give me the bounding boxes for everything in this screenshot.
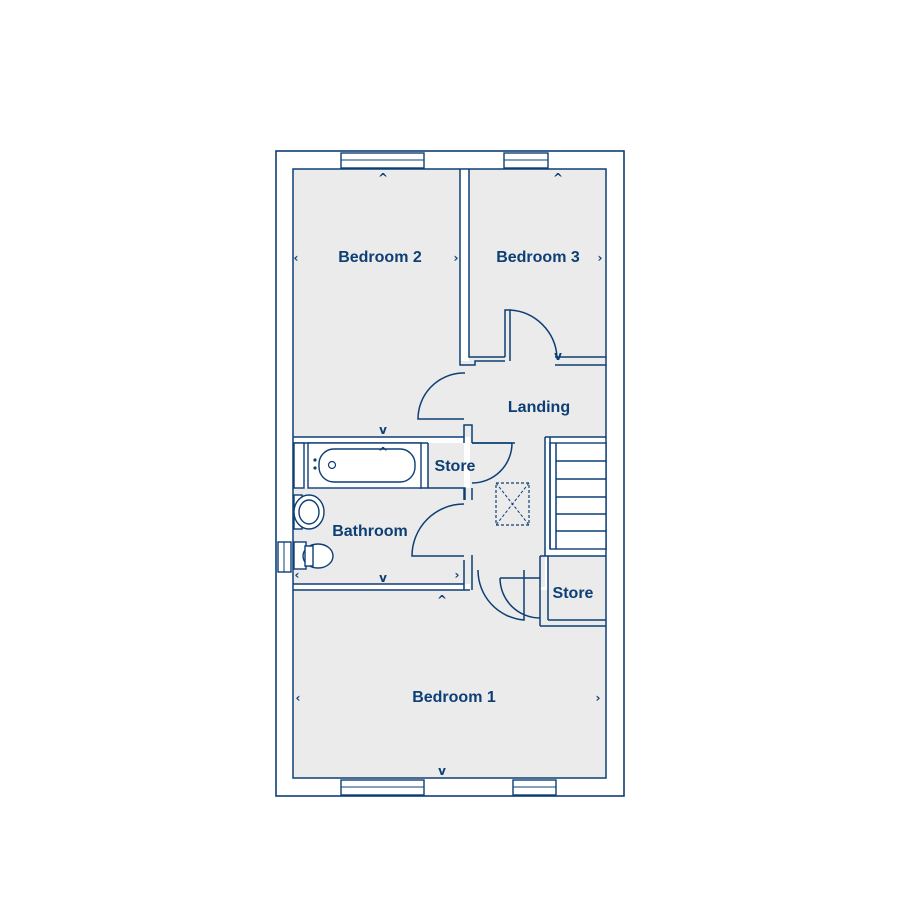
- room-label-bathroom: Bathroom: [332, 523, 408, 540]
- room-label-bedroom-2: Bedroom 2: [338, 249, 422, 266]
- door-bedroom-2: [417, 372, 465, 420]
- dim-marker-left-icon: ›: [598, 251, 603, 265]
- window-bathroom: [277, 541, 292, 573]
- dim-marker-up-icon: ^: [553, 171, 563, 185]
- dim-marker-down-icon: v: [379, 571, 387, 585]
- room-label-bedroom-1: Bedroom 1: [412, 689, 496, 706]
- room-label-store-lower: Store: [553, 585, 594, 602]
- window-bedroom-2: [340, 152, 425, 169]
- dim-marker-down-icon: v: [554, 349, 562, 363]
- stair-treads: [555, 443, 606, 549]
- wall-bathroom-right: [293, 488, 473, 591]
- stairs: [549, 442, 607, 550]
- door-store-lower: [499, 577, 541, 619]
- dim-marker-right-icon: ›: [454, 251, 459, 265]
- floor-store-lower: [548, 556, 606, 620]
- dim-marker-left-icon: ‹: [296, 691, 301, 705]
- dim-marker-left-icon: ‹: [294, 251, 299, 265]
- dim-marker-right-icon: ›: [596, 691, 601, 705]
- door-bathroom: [411, 503, 465, 557]
- floor-bedroom-2: [293, 169, 460, 437]
- floor-bedroom-1: [293, 590, 606, 778]
- room-label-landing: Landing: [508, 399, 570, 416]
- window-bedroom-1-right: [512, 779, 557, 796]
- floor-landing: [460, 361, 606, 437]
- wall-stairs-left: [544, 436, 606, 549]
- dim-marker-right-icon: ›: [455, 568, 460, 582]
- dim-marker-left-icon: ‹: [295, 568, 300, 582]
- dim-marker-up-icon: ^: [378, 445, 388, 459]
- bath-fixture: [307, 442, 422, 489]
- room-label-store-upper: Store: [435, 458, 476, 475]
- window-bedroom-1-left: [340, 779, 425, 796]
- door-store-upper: [471, 442, 513, 484]
- bath-panel: [293, 442, 305, 489]
- door-bedroom-1: [477, 569, 525, 621]
- dim-marker-up-icon: ^: [378, 171, 388, 185]
- door-bedroom-3: [509, 309, 558, 358]
- wall-bedroom2-bedroom3: [459, 169, 505, 366]
- dim-marker-down-icon: v: [438, 764, 446, 778]
- room-label-bedroom-3: Bedroom 3: [496, 249, 580, 266]
- floor-store-upper: [428, 443, 464, 488]
- floor-bedroom-3: [469, 169, 606, 361]
- dim-marker-down-icon: v: [379, 423, 387, 437]
- basin-fixture: [293, 494, 325, 530]
- loft-hatch: [495, 482, 530, 526]
- toilet-fixture: [293, 541, 334, 570]
- window-bedroom-3: [503, 152, 549, 169]
- wall-bedroom3-landing: [504, 309, 606, 366]
- floor-bedroom-1-ext: [470, 560, 540, 620]
- dim-marker-up-icon: ^: [437, 593, 447, 607]
- wall-store-lower: [539, 549, 606, 627]
